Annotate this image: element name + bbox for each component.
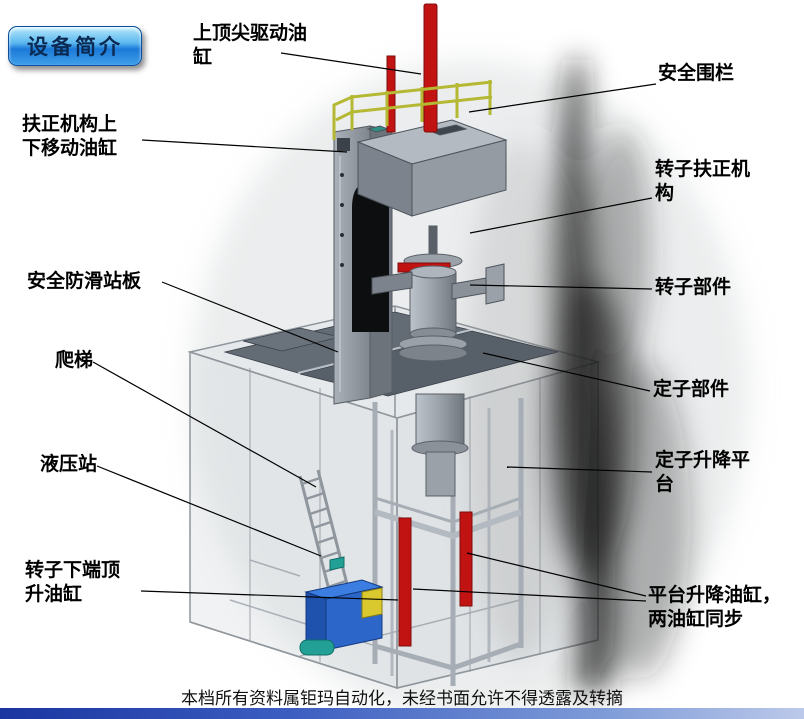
hydraulic-station-shape [299,556,384,656]
leader-platform-lift-2 [412,588,647,602]
leader-stator-part [482,352,651,392]
leader-rotor-centering [469,197,653,234]
label-anti-slip-platform: 安全防滑站板 [27,271,142,292]
label-top-tip-cylinder: 上顶尖驱动油 缸 [193,23,308,69]
leader-rotor-bottom-jack [140,590,399,601]
leader-stator-lift-platform [506,466,653,473]
leader-platform-lift-1 [466,552,647,597]
rotor-assembly [397,225,468,362]
label-rotor-bottom-jack-cylinder: 转子下端顶 升油缸 [25,560,121,606]
label-centering-move-cylinder: 扶正机构上 下移动油缸 [22,114,118,160]
label-stator-lift-platform: 定子升降平 台 [655,450,751,496]
leader-top-tip-cylinder [280,52,422,75]
platform-lift-cylinders [398,511,473,647]
rotor-centering-arm [371,263,505,305]
leader-hydraulic-station [96,465,322,557]
leader-ladder [92,361,317,488]
bottom-accent-strip [0,708,804,719]
leader-centering-move-cylinder [141,139,348,153]
leader-lines [92,52,657,602]
head-box [356,119,508,217]
safety-railing-shape [332,80,493,140]
title-badge: 设备简介 [8,26,142,66]
label-stator-part: 定子部件 [653,379,730,400]
label-rotor-centering-mechanism: 转子扶正机 构 [655,159,751,205]
leader-rotor-part [469,284,653,290]
confidentiality-footer: 本档所有资料属钜玛自动化，未经书面允许不得透露及转摘 [181,689,623,708]
label-platform-lift-cylinders: 平台升降油缸， 两油缸同步 [648,585,782,631]
label-hydraulic-station: 液压站 [40,454,98,475]
leader-anti-slip-platform [161,281,339,353]
leader-safety-fence [468,83,657,113]
label-rotor-part: 转子部件 [655,277,732,298]
label-ladder: 爬梯 [55,350,94,371]
label-safety-fence: 安全围栏 [658,63,735,84]
stator-assembly [411,393,469,497]
